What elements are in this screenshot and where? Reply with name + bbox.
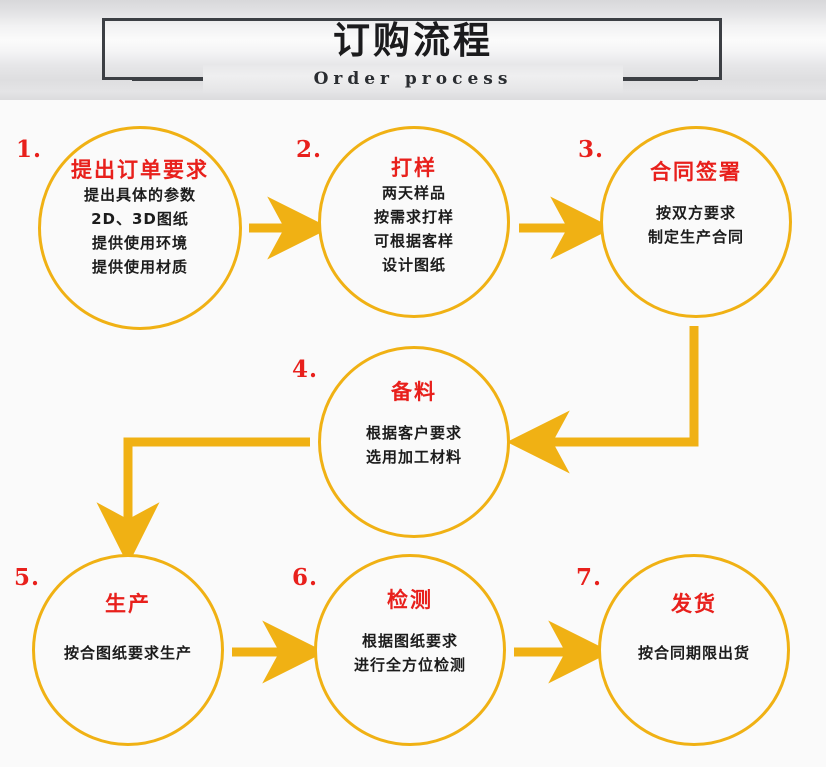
node-title-6: 检测 xyxy=(387,588,433,612)
header-banner: 订购流程 Order process xyxy=(0,0,826,100)
node-title-2: 打样 xyxy=(391,156,437,180)
connector-layer xyxy=(96,196,699,684)
node-detail-1: 提出具体的参数 2D、3D图纸 提供使用环境 提供使用材质 xyxy=(84,183,196,279)
node-detail-4: 根据客户要求 选用加工材料 xyxy=(366,421,462,469)
step-number-7: 7. xyxy=(576,564,603,591)
node-detail-6: 根据图纸要求 进行全方位检测 xyxy=(354,629,466,677)
page-subtitle: Order process xyxy=(313,69,513,89)
node-detail-line: 2D、3D图纸 xyxy=(91,210,189,228)
node-detail-line: 两天样品 xyxy=(381,184,446,202)
node-detail-3: 按双方要求 制定生产合同 xyxy=(648,201,744,249)
node-title-1: 提出订单要求 xyxy=(71,158,209,182)
subtitle-container: Order process xyxy=(203,65,623,93)
arrow-4-to-5 xyxy=(96,437,310,566)
flow-node-4[interactable]: 备料 根据客户要求 选用加工材料 xyxy=(318,346,510,538)
node-detail-line: 提供使用材质 xyxy=(91,258,188,276)
flowchart-canvas: 1. 提出订单要求 提出具体的参数 2D、3D图纸 提供使用环境 提供使用材质 … xyxy=(0,100,826,767)
node-detail-line: 按双方要求 xyxy=(655,204,736,222)
node-detail-line: 进行全方位检测 xyxy=(353,656,466,674)
step-number-2: 2. xyxy=(296,136,323,163)
flow-node-7[interactable]: 发货 按合同期限出货 xyxy=(598,554,790,746)
flow-node-1[interactable]: 提出订单要求 提出具体的参数 2D、3D图纸 提供使用环境 提供使用材质 xyxy=(38,126,242,330)
node-detail-5: 按合图纸要求生产 xyxy=(64,641,192,665)
node-detail-line: 可根据客样 xyxy=(373,232,454,250)
page-title: 订购流程 xyxy=(333,19,493,62)
flow-node-5[interactable]: 生产 按合图纸要求生产 xyxy=(32,554,224,746)
node-detail-line: 按合图纸要求生产 xyxy=(63,644,192,662)
node-detail-line: 提供使用环境 xyxy=(91,234,188,252)
flow-node-6[interactable]: 检测 根据图纸要求 进行全方位检测 xyxy=(314,554,506,746)
node-detail-line: 提出具体的参数 xyxy=(83,186,196,204)
subtitle-rule-right xyxy=(588,78,698,81)
node-title-7: 发货 xyxy=(671,592,717,616)
step-number-6: 6. xyxy=(292,564,319,591)
node-detail-line: 按合同期限出货 xyxy=(637,644,750,662)
step-number-3: 3. xyxy=(578,136,605,163)
node-title-3: 合同签署 xyxy=(650,160,742,184)
node-detail-2: 两天样品 按需求打样 可根据客样 设计图纸 xyxy=(374,181,454,277)
node-title-5: 生产 xyxy=(105,592,151,616)
node-detail-line: 按需求打样 xyxy=(373,208,454,226)
step-number-4: 4. xyxy=(292,356,319,383)
flow-node-2[interactable]: 打样 两天样品 按需求打样 可根据客样 设计图纸 xyxy=(318,126,510,318)
node-detail-line: 选用加工材料 xyxy=(365,448,462,466)
step-number-5: 5. xyxy=(14,564,41,591)
arrow-3-to-4 xyxy=(506,326,699,474)
node-detail-line: 根据客户要求 xyxy=(365,424,462,442)
node-detail-line: 设计图纸 xyxy=(381,256,446,274)
step-number-1: 1. xyxy=(16,136,43,163)
node-title-4: 备料 xyxy=(391,380,437,404)
node-detail-7: 按合同期限出货 xyxy=(638,641,750,665)
subtitle-rule-left xyxy=(132,78,242,81)
node-detail-line: 制定生产合同 xyxy=(647,228,744,246)
flow-node-3[interactable]: 合同签署 按双方要求 制定生产合同 xyxy=(600,126,792,318)
node-detail-line: 根据图纸要求 xyxy=(361,632,458,650)
